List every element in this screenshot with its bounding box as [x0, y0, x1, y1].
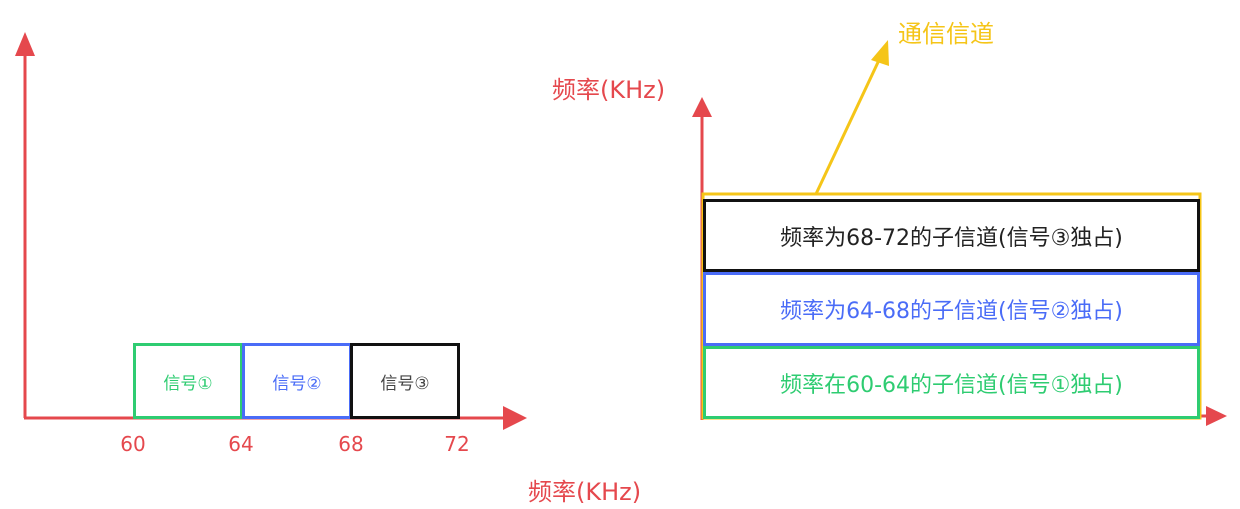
subchannel-60-64: 频率在60-64的子信道(信号①独占): [703, 346, 1200, 419]
tick-64: 64: [228, 432, 254, 456]
left-y-arrow-icon: [15, 32, 35, 56]
signal-label-2: 信号②: [272, 373, 322, 394]
tick-60: 60: [120, 432, 146, 456]
signal-box-2: 信号②: [242, 343, 352, 419]
channel-pointer-arrow-icon: [871, 40, 889, 66]
channel-pointer-line: [814, 57, 882, 195]
tick-72: 72: [444, 432, 470, 456]
signal-label-1: 信号①: [163, 373, 213, 394]
right-x-arrow-icon: [1206, 406, 1227, 426]
subchannel-label-68-72: 频率为68-72的子信道(信号③独占): [780, 225, 1123, 251]
left-x-arrow-icon: [503, 406, 527, 430]
left-x-axis-title: 频率(KHz): [528, 478, 642, 506]
subchannel-label-64-68: 频率为64-68的子信道(信号②独占): [780, 299, 1123, 324]
subchannel-label-60-64: 频率在60-64的子信道(信号①独占): [780, 372, 1123, 398]
tick-68: 68: [338, 432, 364, 456]
signal-box-1: 信号①: [133, 343, 243, 419]
subchannel-68-72: 频率为68-72的子信道(信号③独占): [703, 199, 1200, 272]
channel-label: 通信信道: [898, 20, 994, 48]
right-y-axis-title: 频率(KHz): [552, 76, 666, 104]
signal-label-3: 信号③: [380, 373, 430, 394]
signal-box-3: 信号③: [350, 343, 460, 419]
subchannel-64-68: 频率为64-68的子信道(信号②独占): [703, 272, 1200, 346]
right-y-arrow-icon: [692, 97, 712, 117]
